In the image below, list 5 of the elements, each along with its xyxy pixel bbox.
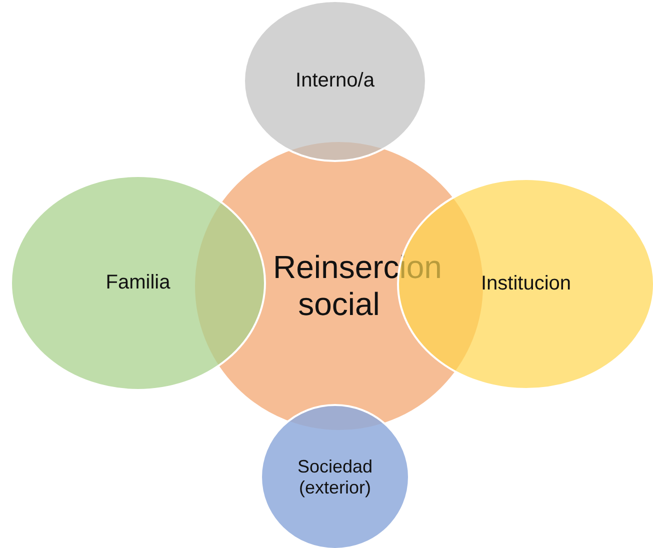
node-label: Interno/a [296,70,374,92]
node-label: Reinsercion social [273,249,442,322]
node-label: Sociedad (exterior) [297,456,373,497]
node-label: Institucion [480,272,572,294]
node-label: Familia [106,272,170,294]
